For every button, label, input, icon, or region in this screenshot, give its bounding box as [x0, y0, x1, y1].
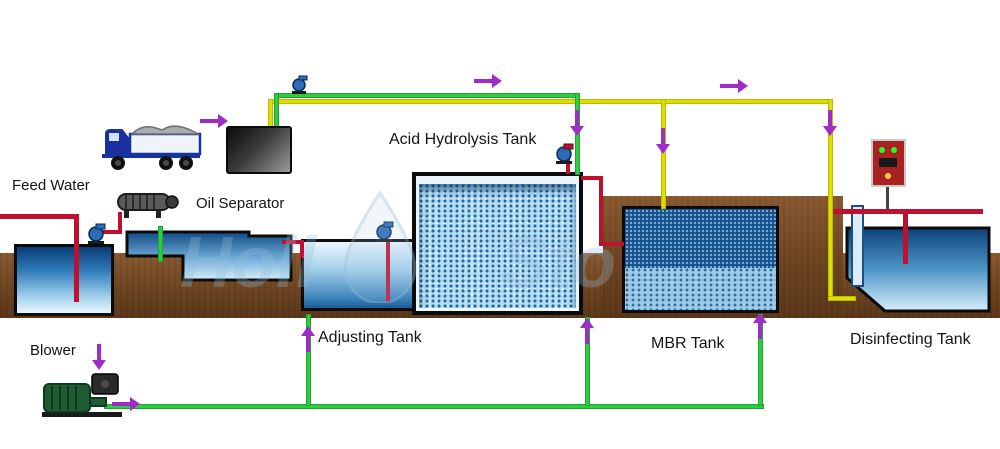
flow-arrow-icon — [580, 318, 594, 344]
pipe-yellow-to-disinfecting — [828, 99, 833, 299]
mbr-lower-fill — [625, 267, 776, 310]
arrow-shaft — [306, 334, 310, 352]
arrow-shaft — [200, 119, 219, 123]
truck-icon — [102, 125, 202, 170]
blower-icon — [42, 373, 122, 417]
pipe-yellow-disinfecting-elbow — [828, 296, 856, 301]
flow-arrow-icon — [570, 110, 584, 136]
acid-hydrolysis-tank — [412, 172, 583, 315]
control-panel-wire — [886, 186, 889, 210]
pipe-red-adjusting-drop — [386, 242, 390, 302]
oil-separator-tank — [125, 230, 293, 282]
pipe-red-to-separator — [118, 212, 122, 232]
pump-icon-feed — [88, 223, 106, 244]
pump-icon-transfer — [292, 75, 308, 94]
pipe-red-acid-out — [581, 176, 603, 180]
arrow-head — [823, 126, 837, 136]
pipe-green-air-mbr — [758, 314, 763, 406]
panel-button — [885, 173, 891, 179]
oil-separator-motor-icon — [117, 193, 179, 218]
panel-led — [879, 147, 885, 153]
blower-label: Blower — [30, 342, 76, 359]
pipe-green-air-main — [104, 404, 764, 409]
acid-tank-fill — [419, 184, 576, 308]
mbr-tank — [622, 206, 779, 313]
pipe-green-top — [274, 93, 580, 98]
arrow-shaft — [758, 321, 762, 339]
oil-separator-label: Oil Separator — [196, 195, 285, 212]
arrow-head — [130, 397, 140, 411]
arrow-shaft — [828, 110, 832, 128]
acid-hydrolysis-tank-label: Acid Hydrolysis Tank — [389, 131, 537, 148]
screen-box-icon — [226, 126, 292, 174]
pipe-red-acid-mbr-drop — [599, 176, 603, 246]
mbr-membrane-fill — [625, 209, 776, 268]
arrow-head — [218, 114, 228, 128]
pipe-red-adjusting-in — [300, 240, 304, 258]
pipe-yellow-top — [272, 99, 832, 104]
disinfecting-tank-label: Disinfecting Tank — [850, 331, 971, 348]
pipe-green-air-acid — [585, 317, 590, 406]
arrow-head — [580, 318, 594, 328]
panel-screen — [879, 158, 897, 167]
flow-arrow-icon — [92, 344, 106, 370]
flow-arrow-icon — [656, 128, 670, 154]
pipe-red-feed-drop — [74, 214, 79, 302]
arrow-shaft — [720, 84, 739, 88]
pipe-red-right-header — [833, 209, 983, 214]
arrow-shaft — [575, 110, 579, 128]
pipe-red-separator-out — [282, 240, 304, 244]
pipe-red-feed-inlet — [0, 214, 78, 219]
arrow-head — [753, 313, 767, 323]
pipe-green-air-adjusting — [306, 314, 311, 406]
feed-water-label: Feed Water — [12, 177, 90, 194]
arrow-head — [570, 126, 584, 136]
flow-arrow-icon — [753, 313, 767, 339]
flow-arrow-icon — [720, 79, 748, 93]
pipe-red-acid-pump-stub — [566, 158, 570, 174]
adjusting-tank — [301, 239, 418, 311]
flow-arrow-icon — [301, 326, 315, 352]
feed-water-tank — [14, 244, 114, 316]
pipe-red-pump-out — [100, 230, 122, 234]
flow-arrow-icon — [474, 74, 502, 88]
arrow-head — [92, 360, 106, 370]
arrow-shaft — [474, 79, 493, 83]
arrow-shaft — [661, 128, 665, 146]
arrow-head — [656, 144, 670, 154]
flow-arrow-icon — [823, 110, 837, 136]
control-panel-icon — [871, 139, 906, 187]
disinfecting-inlet-tube — [851, 205, 864, 287]
arrow-shaft — [97, 344, 101, 362]
arrow-head — [738, 79, 748, 93]
adjusting-tank-label: Adjusting Tank — [318, 329, 422, 346]
arrow-shaft — [112, 402, 131, 406]
mbr-tank-label: MBR Tank — [651, 335, 725, 352]
arrow-head — [301, 326, 315, 336]
pipe-yellow-left-drop — [268, 99, 273, 133]
arrow-shaft — [585, 326, 589, 344]
pipe-yellow-to-mbr — [661, 99, 666, 209]
flow-arrow-icon — [200, 114, 228, 128]
pump-icon-acid — [556, 143, 574, 164]
flow-arrow-icon — [112, 397, 140, 411]
arrow-head — [492, 74, 502, 88]
pump-icon-adjusting — [376, 221, 394, 242]
panel-led — [891, 147, 897, 153]
pipe-red-mbr-in — [599, 242, 624, 246]
pipe-green-left-drop — [274, 93, 279, 133]
pipe-green-oil-separator — [158, 226, 163, 262]
disinfecting-tank — [845, 226, 991, 313]
pipe-red-disinfecting-drop — [903, 209, 908, 264]
